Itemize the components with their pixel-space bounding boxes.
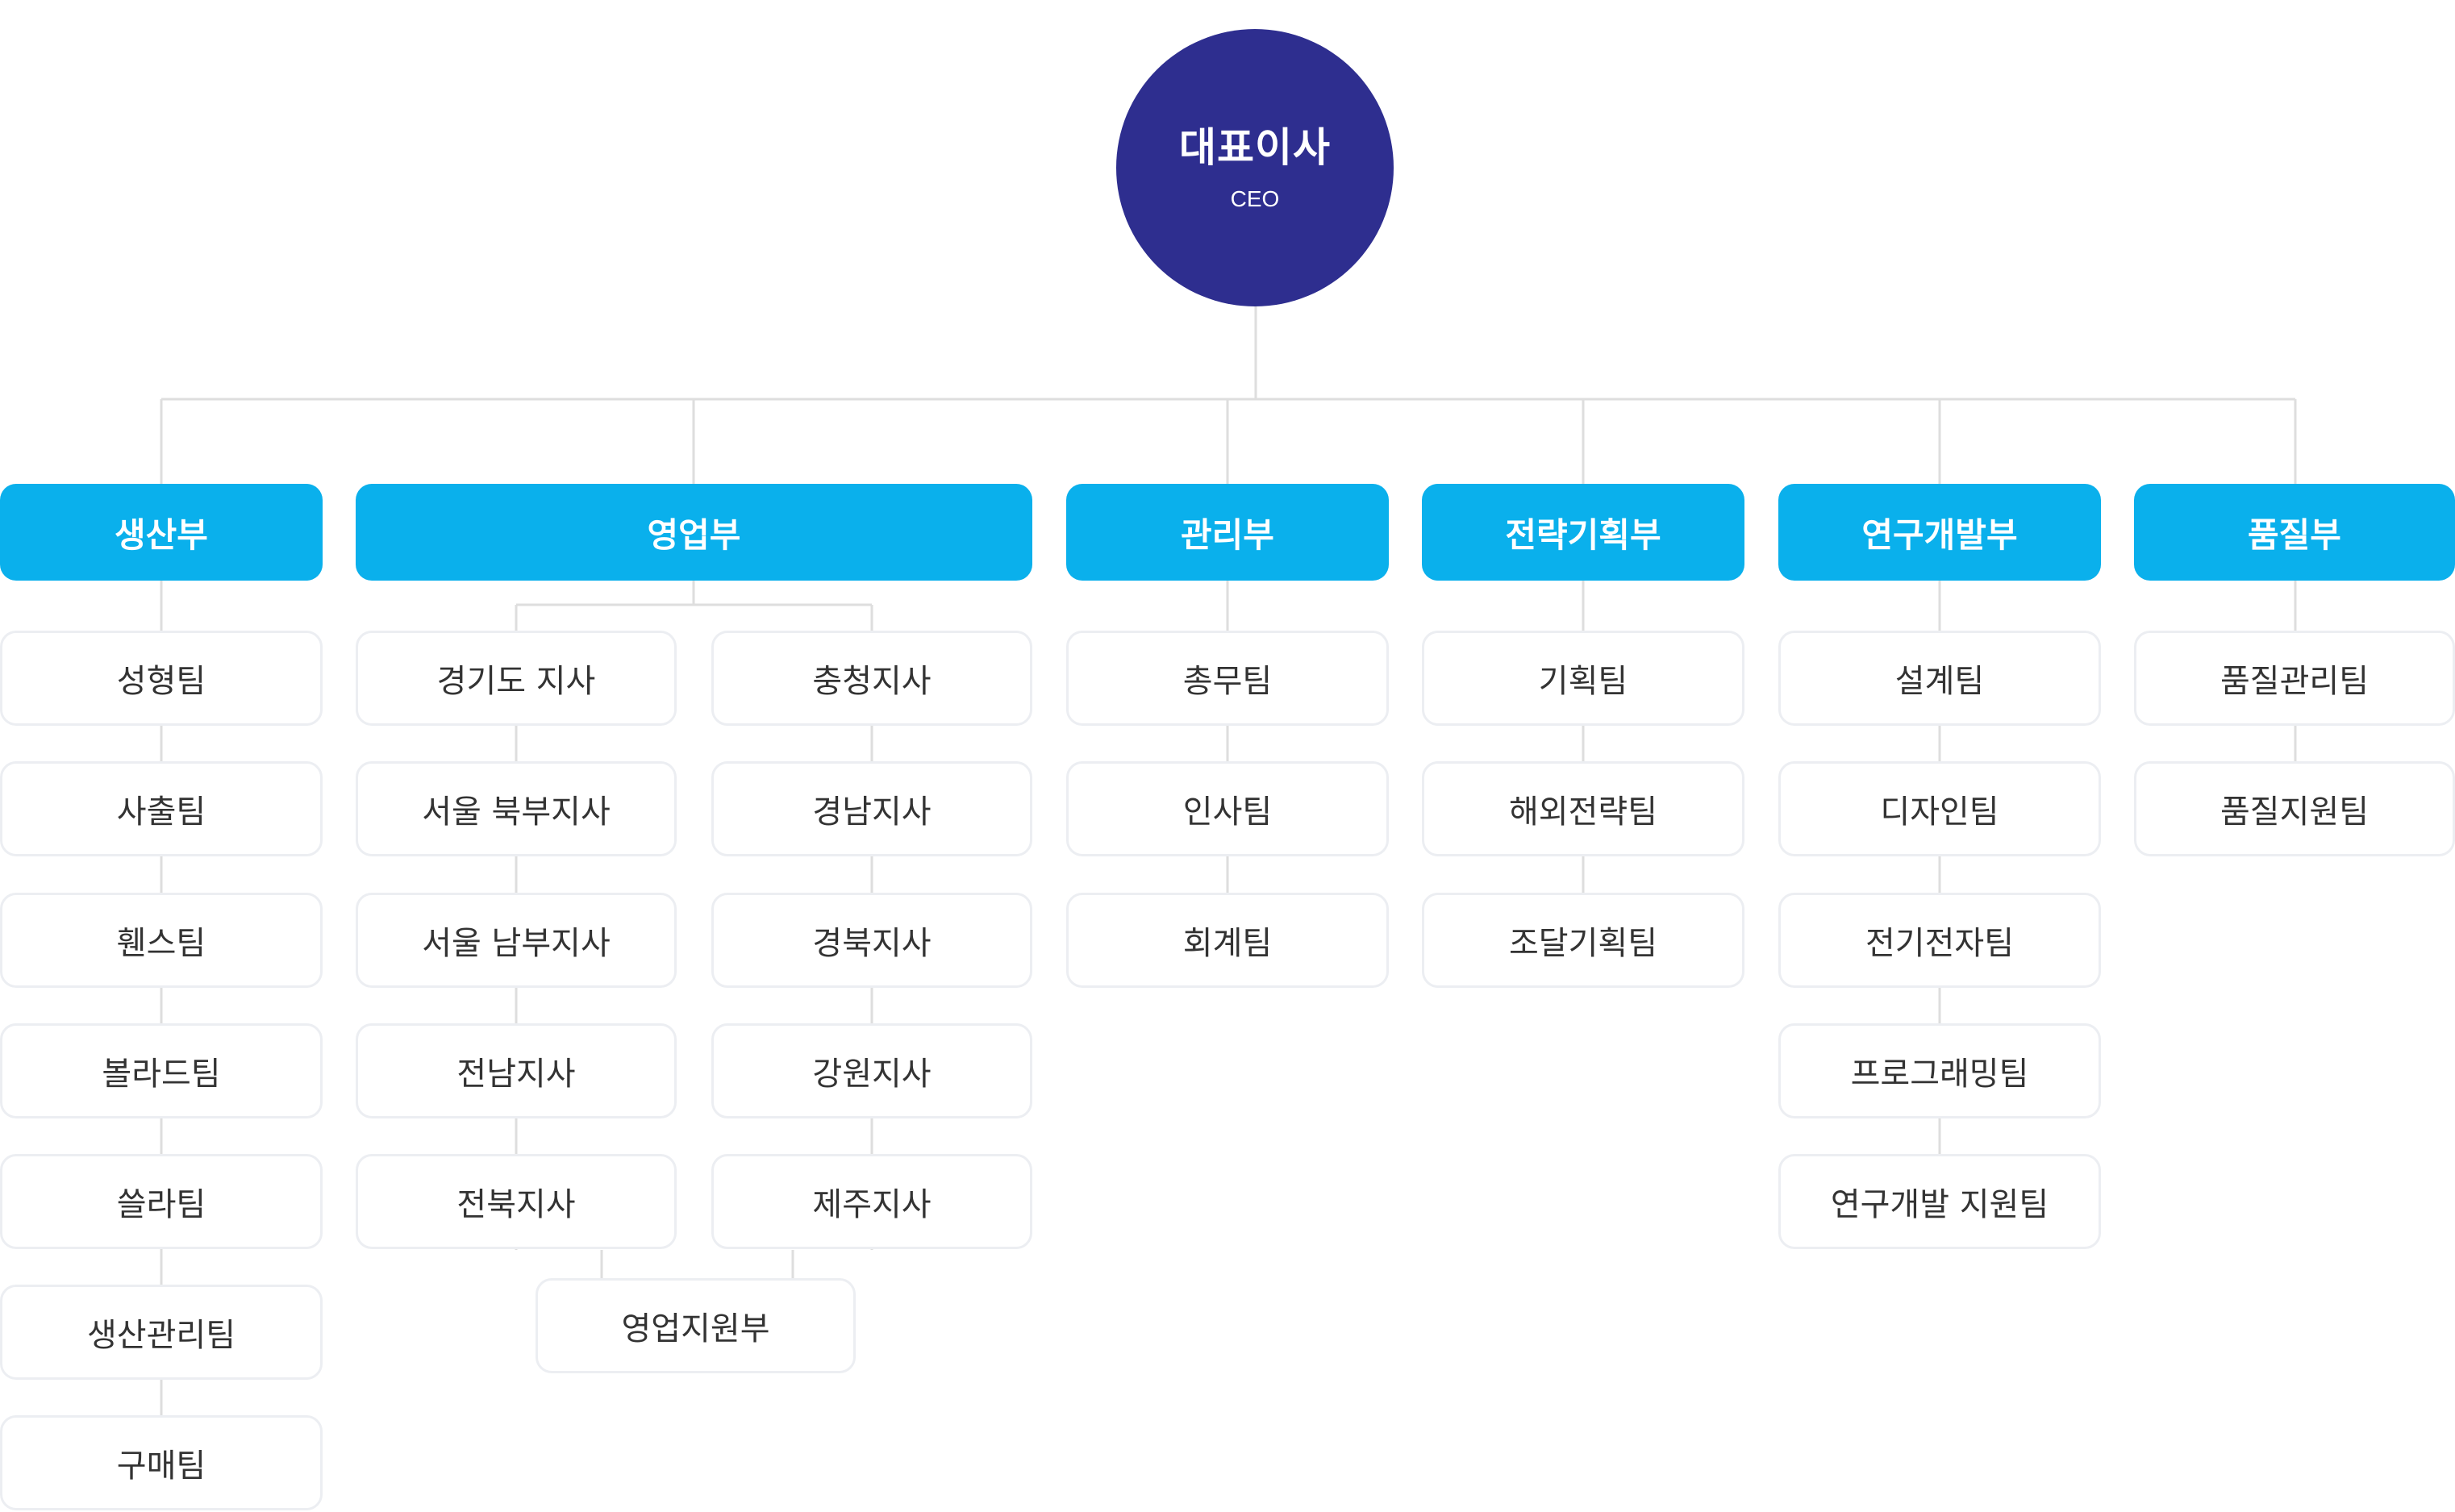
dept-management: 관리부 bbox=[1066, 484, 1389, 581]
team-box: 휀스팀 bbox=[0, 893, 323, 988]
team-box: 인사팀 bbox=[1066, 761, 1389, 856]
team-box: 기획팀 bbox=[1422, 631, 1744, 726]
branch-box: 경북지사 bbox=[711, 893, 1032, 988]
branch-box: 충청지사 bbox=[711, 631, 1032, 726]
team-box: 총무팀 bbox=[1066, 631, 1389, 726]
team-box: 품질관리팀 bbox=[2134, 631, 2455, 726]
branch-box: 서울 북부지사 bbox=[356, 761, 677, 856]
dept-quality: 품질부 bbox=[2134, 484, 2455, 581]
team-box: 성형팀 bbox=[0, 631, 323, 726]
ceo-node: 대표이사 CEO bbox=[1116, 29, 1394, 306]
team-box: 구매팀 bbox=[0, 1415, 323, 1510]
sales-support-box: 영업지원부 bbox=[536, 1278, 856, 1373]
dept-strategy: 전략기획부 bbox=[1422, 484, 1744, 581]
team-box: 조달기획팀 bbox=[1422, 893, 1744, 988]
team-box: 쓸라팀 bbox=[0, 1154, 323, 1249]
branch-box: 경남지사 bbox=[711, 761, 1032, 856]
team-box: 사출팀 bbox=[0, 761, 323, 856]
team-box: 해외전략팀 bbox=[1422, 761, 1744, 856]
branch-box: 경기도 지사 bbox=[356, 631, 677, 726]
branch-box: 서울 남부지사 bbox=[356, 893, 677, 988]
team-box: 생산관리팀 bbox=[0, 1285, 323, 1380]
team-box: 연구개발 지원팀 bbox=[1778, 1154, 2101, 1249]
team-box: 볼라드팀 bbox=[0, 1023, 323, 1118]
team-box: 회계팀 bbox=[1066, 893, 1389, 988]
team-box: 전기전자팀 bbox=[1778, 893, 2101, 988]
branch-box: 전북지사 bbox=[356, 1154, 677, 1249]
dept-sales: 영업부 bbox=[356, 484, 1032, 581]
branch-box: 제주지사 bbox=[711, 1154, 1032, 1249]
team-box: 프로그래밍팀 bbox=[1778, 1023, 2101, 1118]
branch-box: 강원지사 bbox=[711, 1023, 1032, 1118]
ceo-title: 대표이사 bbox=[1179, 124, 1331, 171]
dept-rnd: 연구개발부 bbox=[1778, 484, 2101, 581]
team-box: 품질지원팀 bbox=[2134, 761, 2455, 856]
team-box: 디자인팀 bbox=[1778, 761, 2101, 856]
ceo-subtitle: CEO bbox=[1230, 186, 1280, 211]
dept-production: 생산부 bbox=[0, 484, 323, 581]
branch-box: 전남지사 bbox=[356, 1023, 677, 1118]
team-box: 설계팀 bbox=[1778, 631, 2101, 726]
